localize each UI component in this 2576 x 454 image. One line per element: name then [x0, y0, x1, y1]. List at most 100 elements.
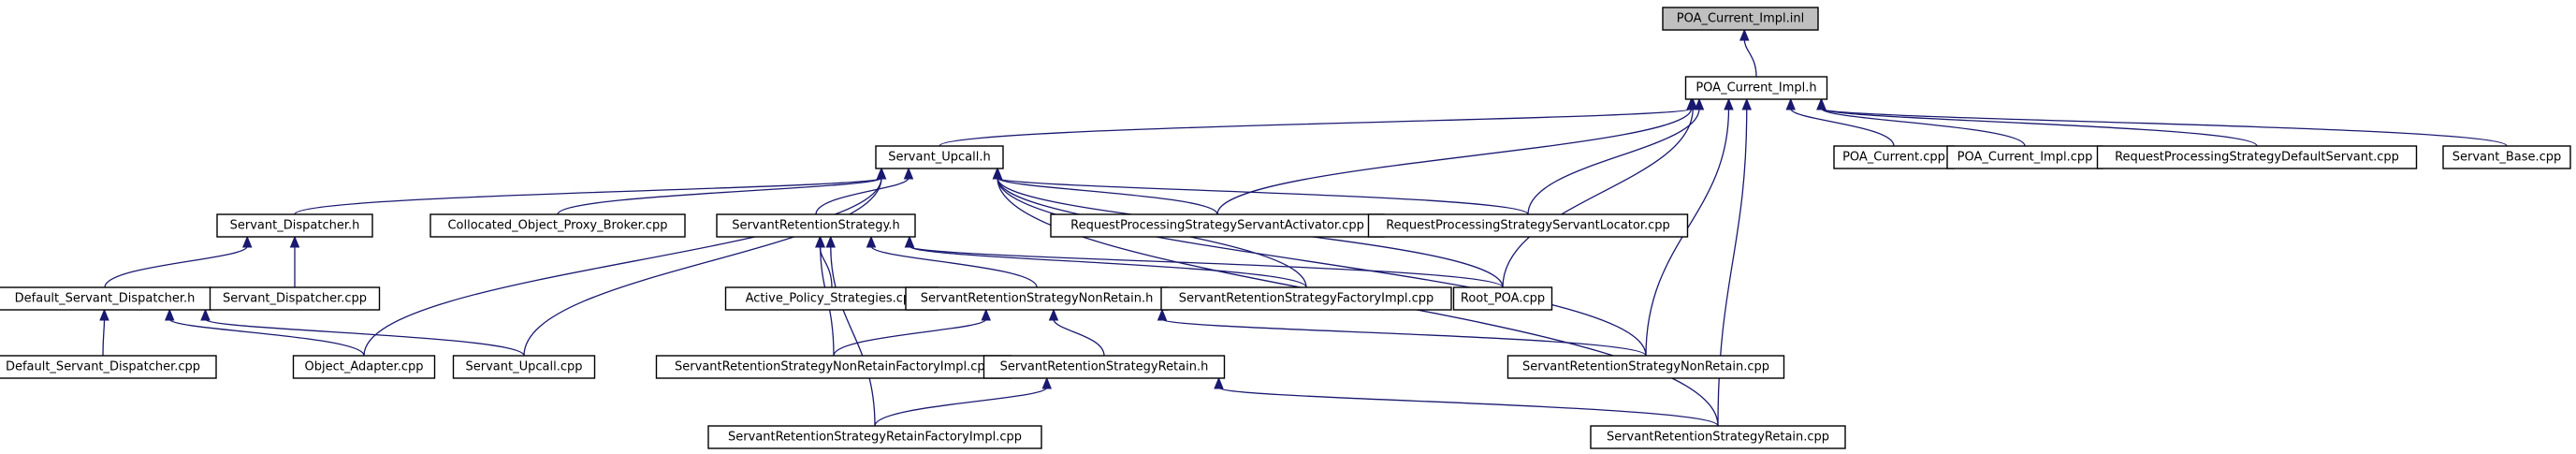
node-box — [2442, 145, 2571, 169]
edge-srs-retain-h-to-srs-nonretain-h — [1053, 318, 1105, 357]
node-srs-factory-cpp[interactable]: ServantRetentionStrategyFactoryImpl.cpp — [1160, 286, 1452, 311]
node-box — [452, 355, 596, 379]
node-label: ServantRetentionStrategyNonRetain.h — [921, 292, 1154, 306]
node-box — [982, 355, 1226, 379]
node-root-poa-cpp[interactable]: Root_POA.cpp — [1452, 286, 1553, 311]
node-collocated-cpp[interactable]: Collocated_Object_Proxy_Broker.cpp — [429, 213, 686, 238]
edge-collocated-cpp-to-upcall-h — [557, 177, 882, 215]
node-box — [905, 286, 1169, 311]
node-label: Object_Adapter.cpp — [304, 360, 423, 374]
node-srs-retain-factory-cpp[interactable]: ServantRetentionStrategyRetainFactoryImp… — [707, 425, 1042, 449]
node-label: POA_Current_Impl.cpp — [1957, 151, 2093, 165]
node-box — [209, 286, 381, 311]
node-box — [1662, 7, 1819, 31]
arrowhead — [1785, 97, 1796, 110]
node-box — [716, 213, 916, 238]
node-box — [1590, 425, 1846, 449]
node-upcall-cpp[interactable]: Servant_Upcall.cpp — [452, 355, 596, 379]
node-box — [2096, 145, 2418, 169]
node-label: Servant_Dispatcher.h — [230, 219, 360, 233]
node-label: POA_Current_Impl.inl — [1677, 12, 1805, 26]
arrowhead — [981, 308, 991, 321]
edge-object-adapter-cpp-to-upcall-h — [363, 177, 882, 357]
node-label: Servant_Upcall.h — [888, 151, 991, 165]
edge-srs-retain-factory-cpp-to-srs-h — [830, 245, 876, 427]
arrowhead — [1741, 97, 1752, 110]
edge-poa-current-impl-cpp-to-impl-h — [1820, 108, 2026, 147]
edge-default-dispatcher-h-to-dispatcher-h — [104, 245, 248, 288]
node-label: Active_Policy_Strategies.cpp — [746, 292, 919, 306]
edge-srs-h-to-upcall-h — [815, 177, 910, 215]
edge-servant-base-cpp-to-impl-h — [1820, 108, 2508, 147]
node-object-adapter-cpp[interactable]: Object_Adapter.cpp — [292, 355, 436, 379]
node-dispatcher-h[interactable]: Servant_Dispatcher.h — [216, 213, 373, 238]
node-label: RequestProcessingStrategyServantActivato… — [1070, 219, 1364, 233]
node-rps-activator-cpp[interactable]: RequestProcessingStrategyServantActivato… — [1050, 213, 1385, 238]
node-rps-default-servant-cpp[interactable]: RequestProcessingStrategyDefaultServant.… — [2096, 145, 2418, 169]
node-srs-h[interactable]: ServantRetentionStrategy.h — [716, 213, 916, 238]
node-box — [1160, 286, 1452, 311]
node-box — [216, 213, 373, 238]
arrowhead — [165, 308, 175, 321]
edge-srs-retain-cpp-to-srs-retain-h — [1217, 387, 1719, 427]
node-dispatcher-cpp[interactable]: Servant_Dispatcher.cpp — [209, 286, 381, 311]
edge-rps-locator-cpp-to-upcall-h — [997, 177, 1529, 215]
arrowhead — [1041, 376, 1052, 389]
node-impl-h[interactable]: POA_Current_Impl.h — [1684, 76, 1828, 100]
node-srs-nonretain-h[interactable]: ServantRetentionStrategyNonRetain.h — [905, 286, 1169, 311]
edge-srs-nonretain-cpp-to-upcall-h — [997, 177, 1647, 357]
node-label: Collocated_Object_Proxy_Broker.cpp — [447, 219, 667, 233]
node-box — [0, 355, 217, 379]
node-upcall-h[interactable]: Servant_Upcall.h — [875, 145, 1004, 169]
edge-rps-locator-cpp-to-impl-h — [1527, 108, 1700, 215]
node-srs-retain-cpp[interactable]: ServantRetentionStrategyRetain.cpp — [1590, 425, 1846, 449]
node-rps-locator-cpp[interactable]: RequestProcessingStrategyServantLocator.… — [1367, 213, 1689, 238]
arrowhead — [1688, 97, 1698, 110]
edge-srs-factory-cpp-to-srs-h — [909, 245, 1307, 288]
arrowhead — [825, 235, 836, 248]
node-label: ServantRetentionStrategyNonRetainFactory… — [675, 360, 993, 374]
node-default-dispatcher-cpp[interactable]: Default_Servant_Dispatcher.cpp — [0, 355, 217, 379]
node-label: Servant_Base.cpp — [2452, 151, 2562, 165]
edge-srs-nonretain-factory-cpp-to-srs-nonretain-h — [833, 318, 987, 357]
edge-rps-default-servant-cpp-to-impl-h — [1820, 108, 2258, 147]
node-box — [1367, 213, 1689, 238]
edge-upcall-h-to-impl-h — [939, 108, 1693, 147]
arrowhead — [815, 235, 825, 248]
node-poa-current-impl-cpp[interactable]: POA_Current_Impl.cpp — [1946, 145, 2103, 169]
node-box — [1946, 145, 2103, 169]
node-servant-base-cpp[interactable]: Servant_Base.cpp — [2442, 145, 2571, 169]
node-label: POA_Current_Impl.h — [1696, 81, 1816, 95]
edge-object-adapter-cpp-to-default-dispatcher-h — [168, 318, 365, 357]
node-box — [707, 425, 1042, 449]
arrowhead — [876, 167, 887, 180]
arrowhead — [1048, 308, 1059, 321]
node-label: ServantRetentionStrategyRetain.cpp — [1607, 431, 1829, 445]
edge-srs-retain-factory-cpp-to-srs-retain-h — [874, 387, 1048, 427]
node-box — [1452, 286, 1553, 311]
node-label: Default_Servant_Dispatcher.h — [15, 292, 196, 306]
arrowhead — [992, 167, 1003, 180]
node-poa-current-cpp[interactable]: POA_Current.cpp — [1833, 145, 1955, 169]
node-srs-nonretain-factory-cpp[interactable]: ServantRetentionStrategyNonRetainFactory… — [655, 355, 1012, 379]
node-srs-nonretain-cpp[interactable]: ServantRetentionStrategyNonRetain.cpp — [1506, 355, 1785, 379]
arrowhead — [904, 235, 915, 248]
edge-root-poa-cpp-to-srs-h — [909, 245, 1504, 288]
node-srs-retain-h[interactable]: ServantRetentionStrategyRetain.h — [982, 355, 1226, 379]
edge-default-dispatcher-cpp-to-default-dispatcher-h — [102, 318, 106, 357]
edge-root-poa-cpp-to-impl-h — [1502, 108, 1694, 288]
edge-poa-current-cpp-to-impl-h — [1790, 108, 1895, 147]
node-box — [429, 213, 686, 238]
node-box — [875, 145, 1004, 169]
node-label: ServantRetentionStrategyFactoryImpl.cpp — [1179, 292, 1434, 306]
node-default-dispatcher-h[interactable]: Default_Servant_Dispatcher.h — [0, 286, 212, 311]
edge-srs-nonretain-cpp-to-srs-nonretain-h — [1161, 318, 1647, 357]
node-label: POA_Current.cpp — [1842, 151, 1945, 165]
node-inl[interactable]: POA_Current_Impl.inl — [1662, 7, 1819, 31]
node-label: Default_Servant_Dispatcher.cpp — [6, 360, 200, 374]
edge-upcall-cpp-to-default-dispatcher-h — [204, 318, 525, 357]
edge-upcall-cpp-to-upcall-h — [523, 177, 882, 357]
arrowhead — [289, 235, 300, 248]
arrowhead — [1816, 97, 1826, 110]
